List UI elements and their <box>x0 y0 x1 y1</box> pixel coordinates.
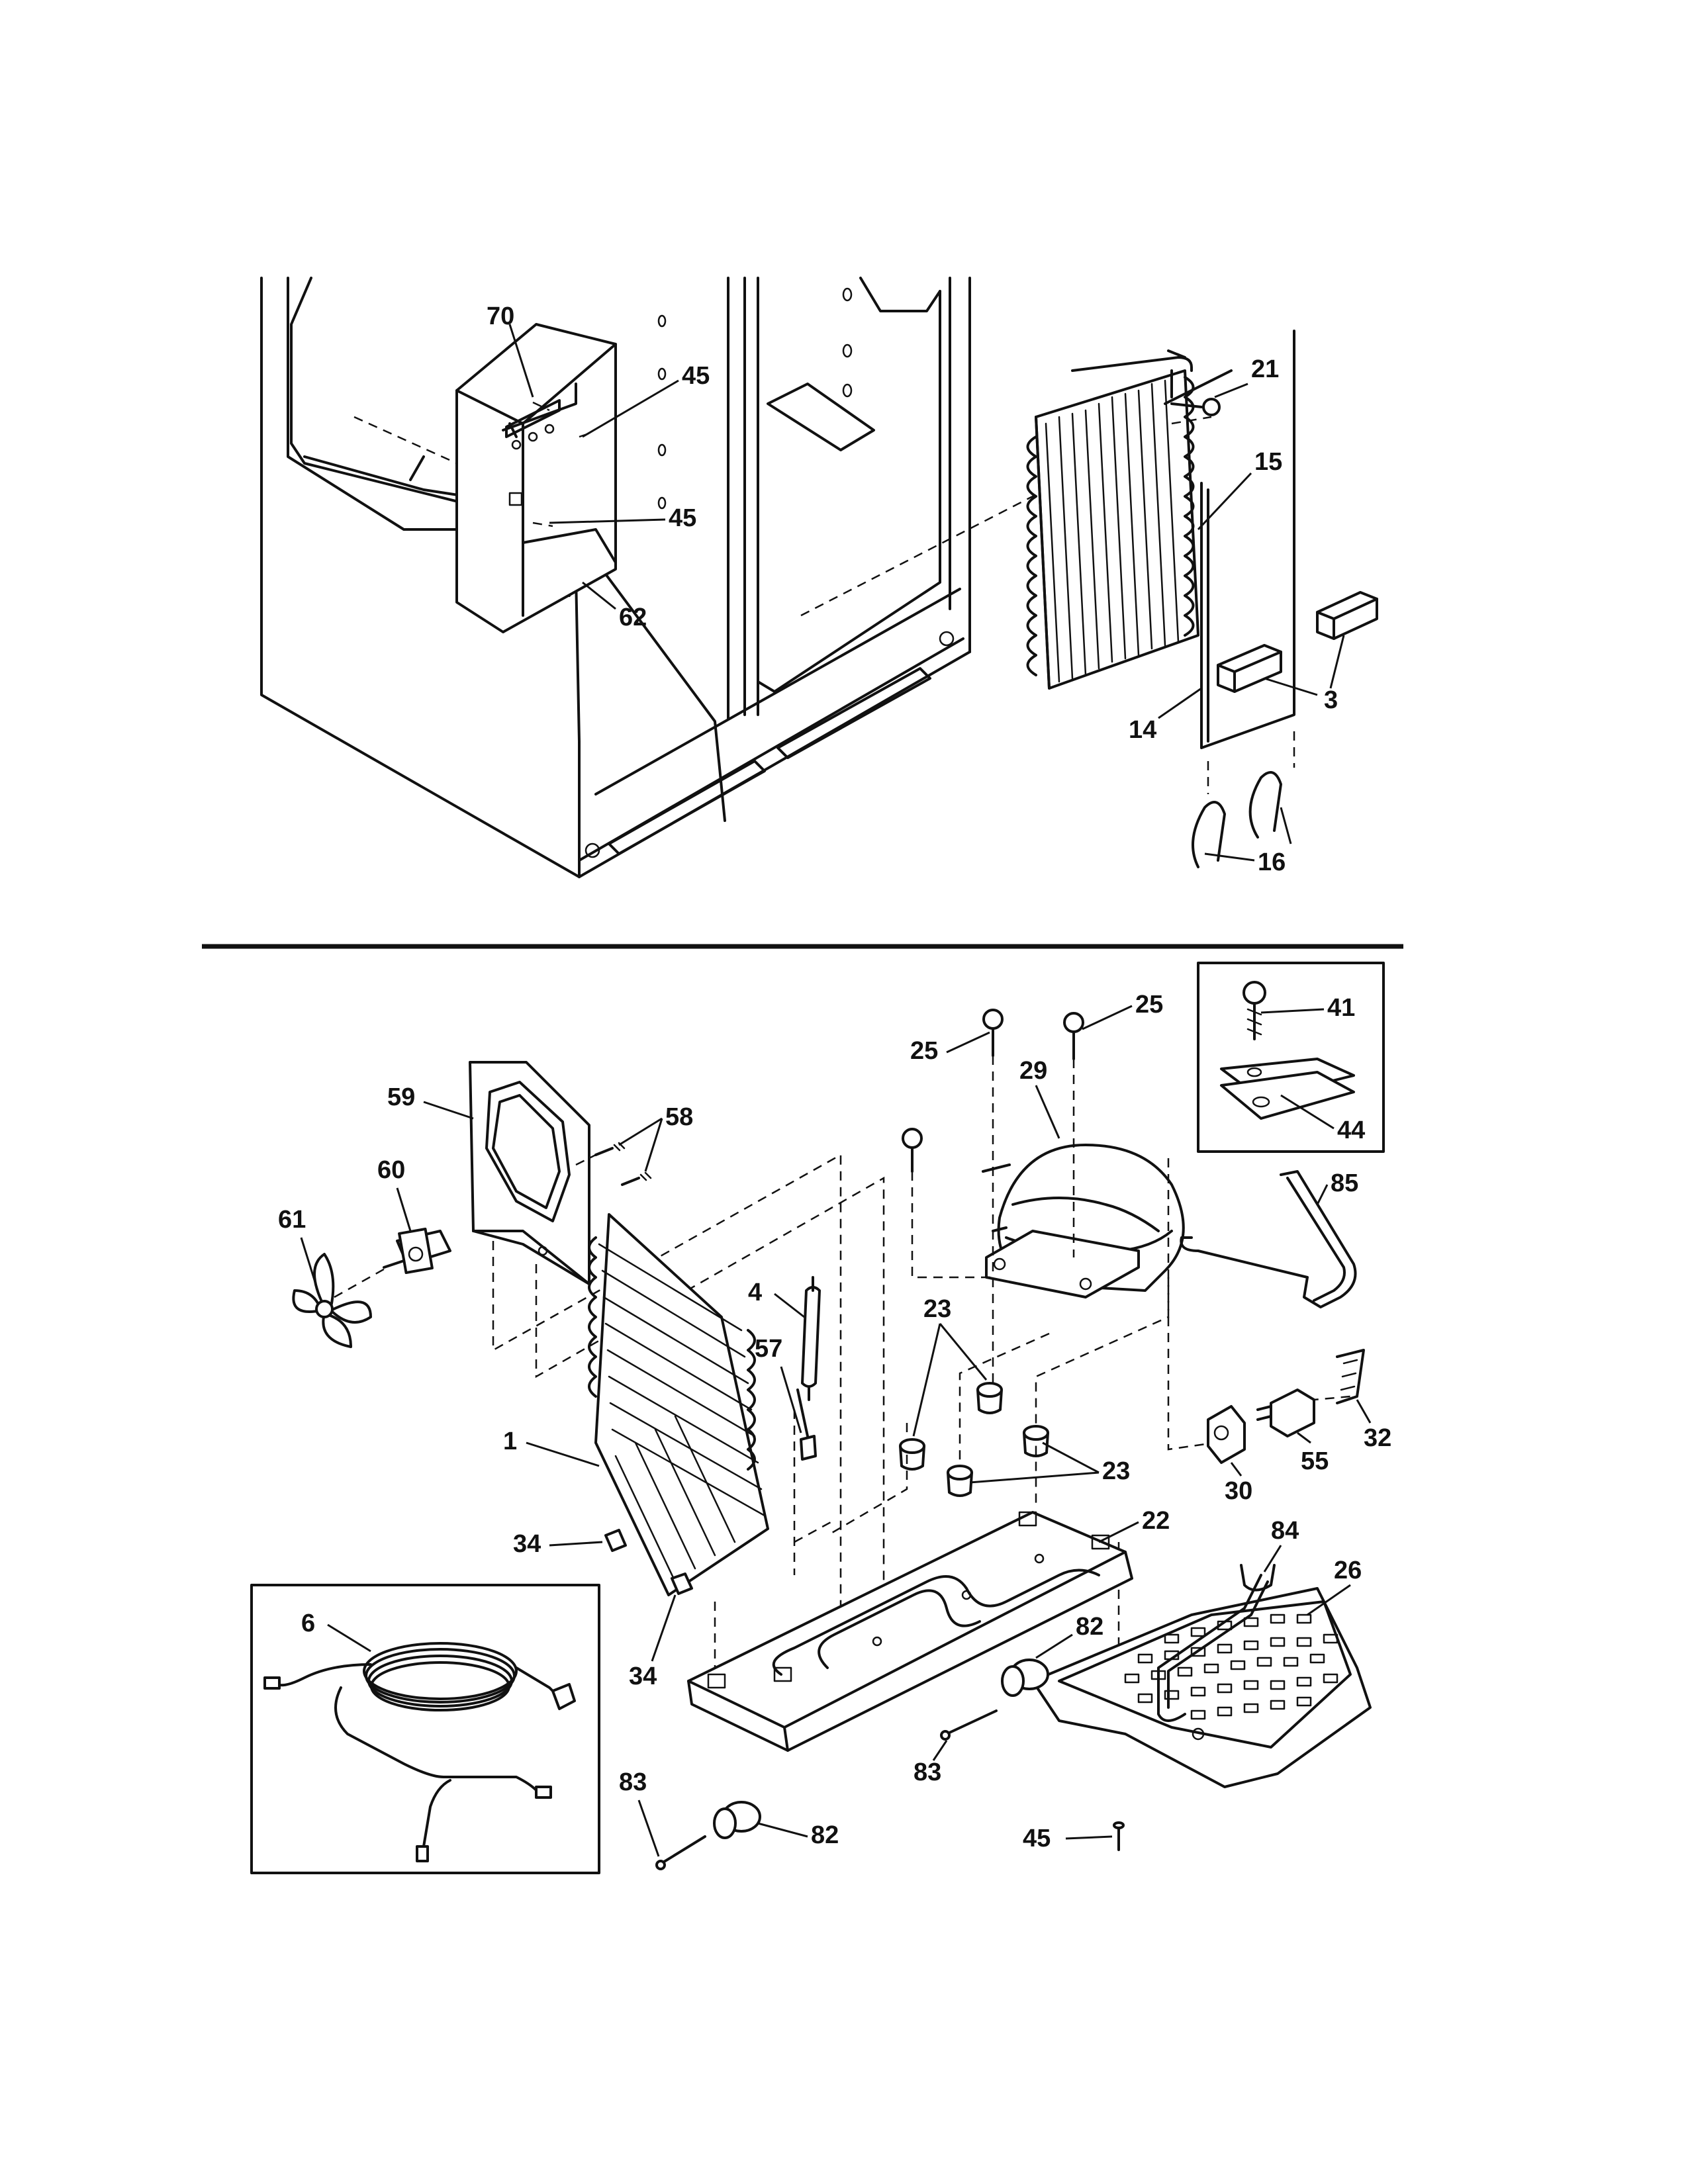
callout-1: 1 <box>503 1428 517 1455</box>
assembly-line <box>492 1153 842 1635</box>
callout-55: 55 <box>1301 1447 1329 1475</box>
assembly-line <box>353 416 457 465</box>
relay-30 <box>1207 1405 1246 1464</box>
callout-45-mid: 45 <box>669 504 696 532</box>
thermostat-21 <box>1164 369 1233 416</box>
cabinet-drawing <box>260 277 971 878</box>
tube-84 <box>1157 1564 1276 1722</box>
callout-22: 22 <box>1142 1507 1170 1535</box>
callout-30: 30 <box>1225 1477 1252 1505</box>
callout-29: 29 <box>1019 1057 1047 1085</box>
callout-34-left: 34 <box>513 1530 541 1558</box>
condenser-coil-1 <box>588 1213 769 1596</box>
callout-23-top: 23 <box>923 1295 951 1323</box>
callout-83-bottom: 83 <box>619 1768 647 1796</box>
defrost-heater-14 <box>1200 330 1295 749</box>
compressor-29 <box>982 1144 1185 1298</box>
assembly-line <box>575 1154 596 1166</box>
assembly-line <box>911 1171 993 1279</box>
callout-84: 84 <box>1271 1517 1299 1545</box>
callout-85: 85 <box>1331 1169 1358 1197</box>
inset-box-power-cord <box>250 1584 600 1874</box>
callout-3: 3 <box>1324 686 1338 714</box>
top-callouts: 70 45 45 62 21 15 3 14 16 <box>487 302 1345 876</box>
assembly-line <box>1167 1158 1215 1451</box>
spacer-34-b <box>671 1572 693 1595</box>
callout-45-bottom: 45 <box>1023 1825 1051 1852</box>
grommet-23-d <box>947 1465 973 1497</box>
callout-32: 32 <box>1364 1424 1391 1452</box>
callout-82-right: 82 <box>1076 1613 1103 1641</box>
assembly-line <box>334 1266 388 1298</box>
grommet-23-a <box>899 1438 925 1471</box>
drier-4 <box>801 1276 821 1401</box>
grommet-23-c <box>1023 1425 1049 1457</box>
insulation-block-3b <box>1316 591 1378 640</box>
fan-motor-60 <box>383 1227 451 1275</box>
assembly-line <box>1171 416 1212 425</box>
assembly-line <box>532 401 550 412</box>
callout-15: 15 <box>1254 448 1282 476</box>
clip-16 <box>1192 771 1282 868</box>
callout-25-left: 25 <box>910 1037 938 1065</box>
screw-83-a <box>940 1709 998 1741</box>
callout-6: 6 <box>301 1610 315 1637</box>
screw-25-c <box>902 1128 923 1173</box>
callout-60: 60 <box>377 1156 405 1184</box>
fan-shroud-59 <box>469 1061 590 1285</box>
callout-41: 41 <box>1327 994 1355 1022</box>
callout-59: 59 <box>387 1083 415 1111</box>
callout-44: 44 <box>1337 1116 1365 1144</box>
assembly-line <box>959 1332 1050 1476</box>
assembly-line <box>532 522 553 527</box>
callout-61: 61 <box>278 1206 306 1234</box>
spacer-34-a <box>604 1529 627 1552</box>
screws-58 <box>594 1142 652 1186</box>
overload-55 <box>1256 1388 1315 1437</box>
bracket-70 <box>505 399 561 450</box>
drain-tube-85 <box>1180 1170 1357 1308</box>
screw-25-a <box>982 1009 1004 1057</box>
callout-82-bottom: 82 <box>811 1821 839 1849</box>
assembly-line <box>1035 1277 1170 1509</box>
damper-82-a <box>1001 1659 1049 1697</box>
callout-57: 57 <box>755 1335 782 1363</box>
callout-25-right: 25 <box>1135 991 1163 1019</box>
evaporator-cover <box>455 323 617 633</box>
callout-26: 26 <box>1334 1557 1362 1584</box>
screw-45-bottom <box>1113 1821 1125 1851</box>
callout-83-right: 83 <box>914 1758 941 1786</box>
callout-4: 4 <box>748 1279 762 1306</box>
assembly-line <box>794 1521 831 1543</box>
callout-58: 58 <box>665 1103 693 1131</box>
callout-21: 21 <box>1251 355 1279 383</box>
assembly-line <box>800 495 1060 617</box>
evaporator-coil <box>1026 349 1199 690</box>
screw-83-b <box>655 1835 706 1870</box>
wire-32 <box>1336 1349 1365 1404</box>
fan-blade-61 <box>292 1253 372 1348</box>
grommet-23-b <box>976 1382 1003 1414</box>
insulation-block-3a <box>1217 644 1282 693</box>
screw-25-b <box>1063 1012 1084 1060</box>
assembly-line <box>1207 731 1295 794</box>
callout-23-bottom: 23 <box>1102 1457 1130 1485</box>
base-plate-22 <box>687 1511 1133 1752</box>
damper-82-b <box>713 1801 761 1839</box>
assembly-line <box>535 1176 885 1641</box>
callout-45-top: 45 <box>682 362 710 390</box>
callout-62: 62 <box>619 604 647 631</box>
callout-70: 70 <box>487 302 514 330</box>
assembly-line <box>827 1423 908 1537</box>
clip-57 <box>796 1388 817 1461</box>
callout-16: 16 <box>1258 848 1286 876</box>
callout-34-bottom: 34 <box>629 1662 657 1690</box>
inset-box-screw-bracket <box>1197 962 1385 1153</box>
callout-14: 14 <box>1129 716 1156 744</box>
